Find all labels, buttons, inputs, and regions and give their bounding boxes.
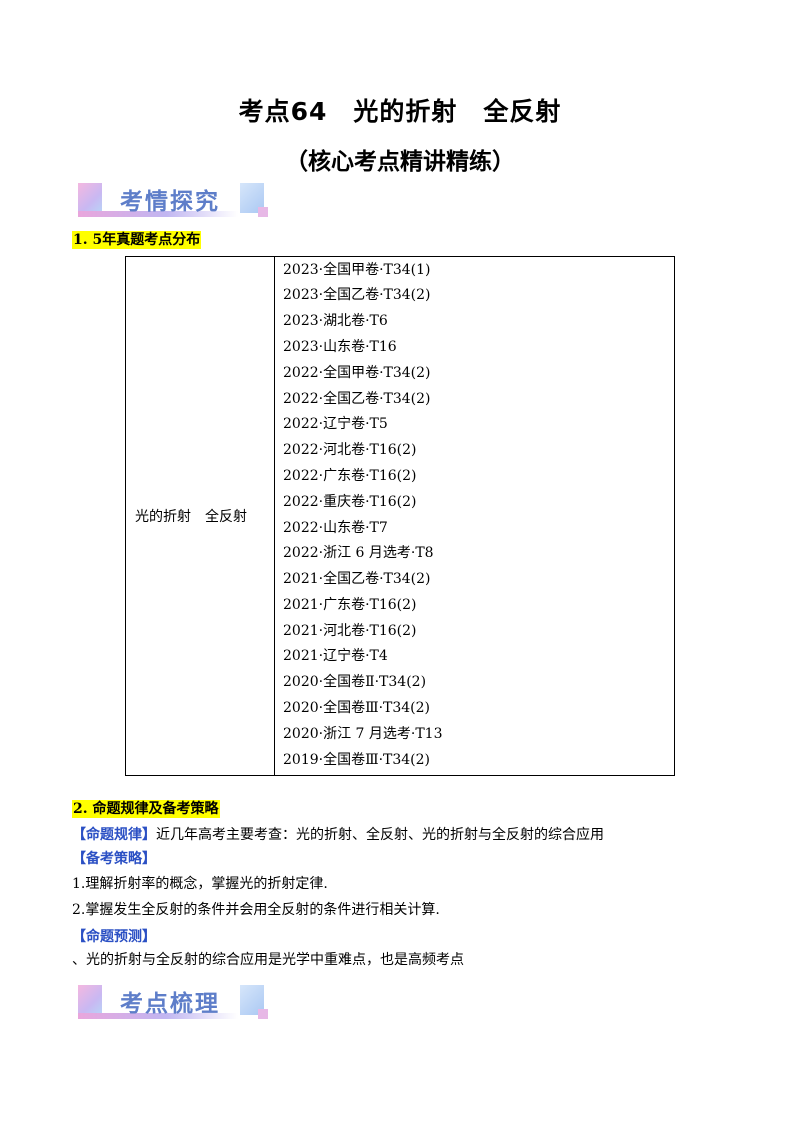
year-entry: 2021·广东卷·T16(2) [283,596,417,613]
page-subtitle: （核心考点精讲精练） [285,149,515,175]
prediction-text: 、光的折射与全反射的综合应用是光学中重难点，也是高频考点 [72,952,464,968]
strategy-label-line: 【备考策略】 [72,849,156,869]
year-entry: 2021·全国乙卷·T34(2) [283,571,431,588]
banner-underbar [78,1013,238,1019]
year-entry: 2022·重庆卷·T16(2) [283,493,417,510]
year-entry: 2021·辽宁卷·T4 [283,648,388,665]
exam-analysis-label: 考情探究 [120,189,220,215]
banner-underbar [78,211,238,217]
year-entry: 2023·湖北卷·T6 [283,313,388,330]
year-entry: 2023·全国乙卷·T34(2) [283,287,431,304]
section2-heading: 2. 命题规律及备考策略 [72,800,220,818]
rule-paragraph: 【命题规律】近几年高考主要考查：光的折射、全反射、光的折射与全反射的综合应用 [72,825,604,845]
banner-decoration-dot [258,1009,268,1019]
year-entry: 2020·浙江 7 月选考·T13 [283,725,443,742]
year-entry: 2023·山东卷·T16 [283,338,397,355]
table-row: 光的折射 全反射 2023·全国甲卷·T34(1) 2023·全国乙卷·T34(2… [125,256,675,776]
prediction-label-line: 【命题预测】 [72,927,156,947]
year-entry: 2020·全国卷Ⅲ·T34(2) [283,700,431,717]
year-entry: 2022·山东卷·T7 [283,519,388,536]
strategy-label: 【备考策略】 [72,851,156,867]
strategy-item: 1.理解折射率的概念，掌握光的折射定律. [72,876,328,892]
year-entry: 2022·河北卷·T16(2) [283,442,417,459]
years-list: 2023·全国甲卷·T34(1) 2023·全国乙卷·T34(2) 2023·湖北卷… [283,258,673,774]
banner-decoration-left [78,183,102,213]
rule-text: 近几年高考主要考查：光的折射、全反射、光的折射与全反射的综合应用 [156,827,604,843]
year-entry: 2020·全国卷Ⅱ·T34(2) [283,674,427,691]
exam-analysis-banner: 考情探究 [78,183,268,225]
year-entry: 2023·全国甲卷·T34(1) [283,261,431,278]
year-entry: 2022·全国乙卷·T34(2) [283,390,431,407]
rule-label: 【命题规律】 [72,827,156,843]
exam-distribution-table: 光的折射 全反射 2023·全国甲卷·T34(1) 2023·全国乙卷·T34(2… [125,256,675,776]
year-entry: 2022·全国甲卷·T34(2) [283,364,431,381]
key-points-label: 考点梳理 [120,991,220,1017]
banner-decoration-dot [258,207,268,217]
year-entry: 2022·广东卷·T16(2) [283,467,417,484]
year-entry: 2019·全国卷Ⅲ·T34(2) [283,751,431,768]
years-cell: 2023·全国甲卷·T34(1) 2023·全国乙卷·T34(2) 2023·湖北卷… [274,256,675,776]
banner-decoration-left [78,985,102,1015]
year-entry: 2021·河北卷·T16(2) [283,622,417,639]
strategy-item: 2.掌握发生全反射的条件并会用全反射的条件进行相关计算. [72,902,440,918]
year-entry: 2022·浙江 6 月选考·T8 [283,545,434,562]
section1-heading: 1. 5年真题考点分布 [72,231,202,249]
topic-cell: 光的折射 全反射 [125,256,275,776]
year-entry: 2022·辽宁卷·T5 [283,416,388,433]
page-title: 考点64 光的折射 全反射 [238,97,562,126]
prediction-label: 【命题预测】 [72,929,156,945]
key-points-banner: 考点梳理 [78,985,268,1027]
